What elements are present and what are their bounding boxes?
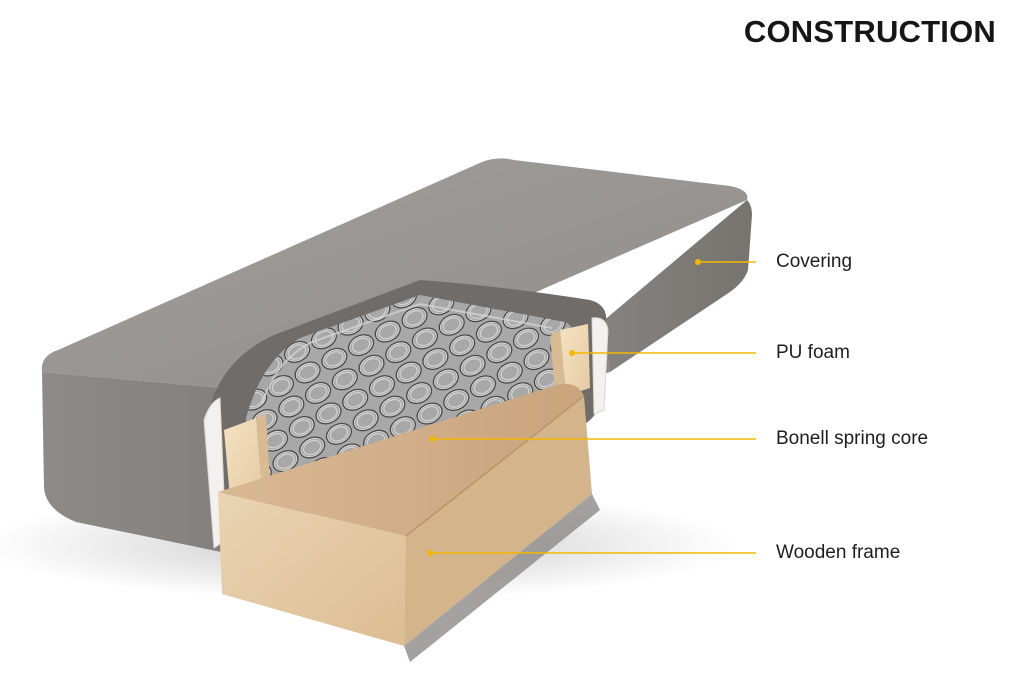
pu-foam-block-left-side	[256, 414, 270, 488]
leader-lines	[427, 259, 756, 556]
pu-foam-block-right	[560, 324, 590, 396]
wooden-frame-top	[218, 383, 584, 536]
pu-foam-label: PU foam	[776, 342, 850, 363]
wooden-frame-front	[218, 492, 406, 646]
wooden-frame-side	[404, 396, 592, 646]
wooden-frame-label: Wooden frame	[776, 542, 901, 563]
bonell-spring-core-leader-dot	[429, 436, 435, 442]
pu-foam-leader-dot	[569, 350, 575, 356]
wooden-frame-leader-dot	[427, 550, 433, 556]
cutaway-section	[203, 280, 609, 549]
covering-right-face	[602, 200, 752, 372]
covering-top-face	[41, 158, 748, 395]
mattress-base-strip	[404, 494, 600, 662]
wooden-frame	[218, 383, 592, 646]
covering-label: Covering	[776, 251, 853, 272]
pu-foam-block-left	[224, 418, 262, 498]
covering-leader-dot	[695, 259, 701, 265]
padding-edge-right	[591, 317, 609, 415]
diagram-title: CONSTRUCTION	[743, 14, 996, 49]
bonell-spring-core	[246, 295, 573, 498]
wooden-frame-edge	[405, 395, 585, 537]
pu-foam-block-right-side	[550, 330, 566, 400]
spring-rim-wire	[261, 302, 553, 405]
bonell-spring-core-label: Bonell spring core	[776, 428, 929, 449]
